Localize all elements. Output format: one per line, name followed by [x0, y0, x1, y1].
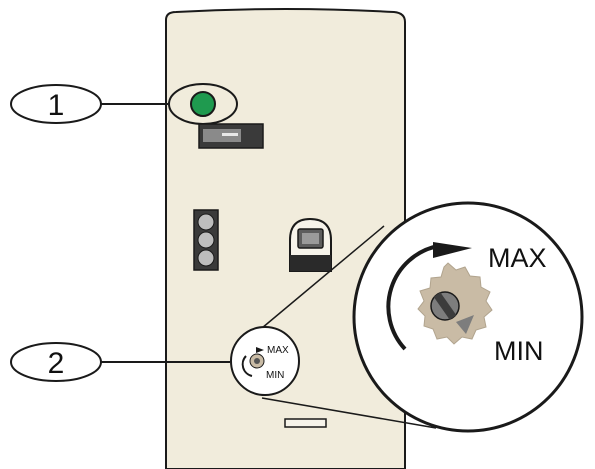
callout-1-number: 1 — [48, 89, 65, 122]
small-dial-max-label: MAX — [267, 345, 289, 356]
pin-connector — [193, 209, 219, 271]
min-pointer — [456, 315, 474, 334]
slide-switch — [198, 123, 264, 149]
sensor-lens — [289, 217, 332, 272]
callout-1: 1 — [10, 84, 168, 124]
callout-2-number: 2 — [48, 347, 65, 380]
rotation-arrowhead — [433, 242, 472, 258]
small-dial: MAX MIN — [230, 326, 300, 396]
callout-2: 2 — [10, 342, 230, 382]
status-led — [190, 91, 216, 117]
small-dial-min-label: MIN — [266, 370, 284, 381]
vent-slot — [284, 418, 327, 428]
zoom-dial-max-label: MAX — [488, 243, 547, 273]
zoom-line-top — [261, 225, 385, 329]
rotation-arrow — [386, 244, 439, 351]
zoom-line-bottom — [261, 397, 437, 429]
zoom-dial: MAX MIN — [352, 201, 584, 433]
zoom-dial-min-label: MIN — [494, 336, 544, 366]
